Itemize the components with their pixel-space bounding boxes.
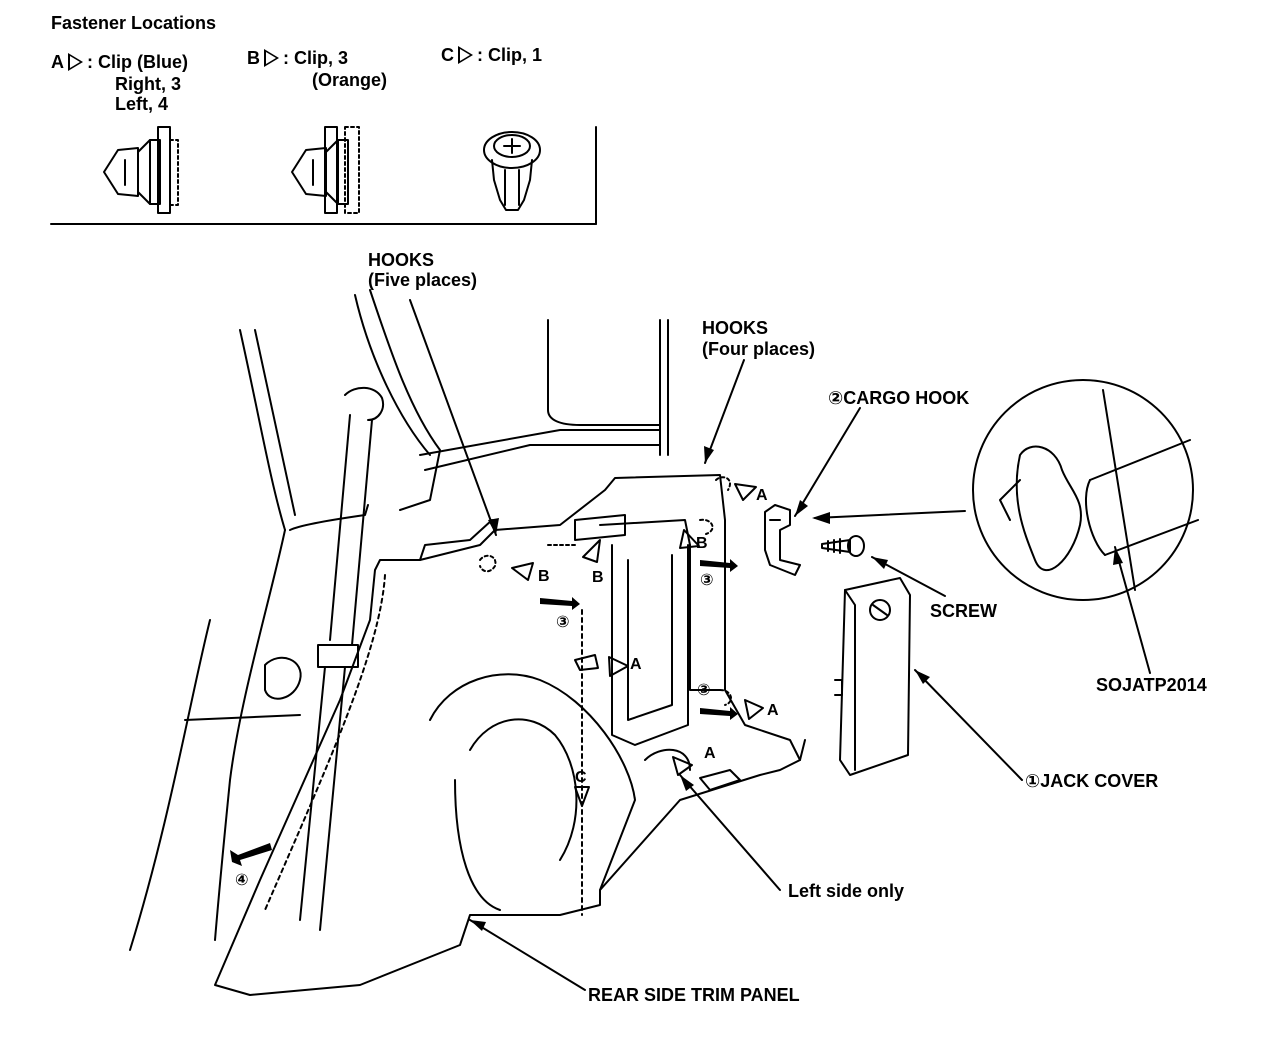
legend-a-left: Left, 4 <box>115 94 169 114</box>
clip-triangle-icon <box>264 49 279 67</box>
screw-label: SCREW <box>930 601 997 621</box>
legend-a-right: Right, 3 <box>115 74 181 94</box>
legend-c-letter: C <box>441 45 454 65</box>
legend-a-letter: A <box>51 52 64 72</box>
legend-a-desc: : Clip (Blue) <box>87 52 188 72</box>
leader-lines <box>409 299 1151 991</box>
jack-cover <box>834 577 911 776</box>
legend-a: A : Clip (Blue) <box>51 52 188 73</box>
step-3-marker: ③ <box>556 614 570 631</box>
step-3-marker: ③ <box>700 572 714 589</box>
legend-frame <box>50 126 597 225</box>
clip-b-icon <box>291 126 360 214</box>
marker-b: B <box>592 569 604 586</box>
clip-c-icon <box>483 131 541 211</box>
cargo-hook <box>764 504 801 576</box>
legend-title: Fastener Locations <box>51 13 217 33</box>
part-number-label: SOJATP2014 <box>1096 675 1207 695</box>
legend-b: B : Clip, 3 <box>247 48 348 69</box>
hooks-five-sub-label: (Five places) <box>368 270 478 290</box>
hooks-five-label: HOOKS <box>368 250 435 270</box>
marker-c: C <box>575 769 587 786</box>
hooks-four-sub-label: (Four places) <box>702 339 816 359</box>
marker-b: B <box>696 535 708 552</box>
step-3-marker: ③ <box>697 682 711 699</box>
marker-a: A <box>767 702 779 719</box>
removal-arrows <box>230 559 738 866</box>
legend-b-desc: : Clip, 3 <box>283 48 349 68</box>
hooks-four-label: HOOKS <box>702 318 769 338</box>
leader-arrowheads <box>470 446 1123 931</box>
cargo-hook-label: ②CARGO HOOK <box>828 388 970 408</box>
detail-circle <box>972 379 1199 601</box>
left-side-only-label: Left side only <box>788 881 905 901</box>
rear-side-trim-panel <box>214 474 806 996</box>
vehicle-body <box>129 289 669 951</box>
marker-a: A <box>630 656 642 673</box>
legend-b-color: (Orange) <box>312 70 388 90</box>
seat-belt <box>264 386 384 931</box>
rear-side-trim-panel-label: REAR SIDE TRIM PANEL <box>588 985 800 1005</box>
clip-a-icon <box>103 126 179 214</box>
marker-a: A <box>704 745 716 762</box>
legend-c: C : Clip, 1 <box>441 45 542 66</box>
clip-triangle-icon <box>458 46 473 64</box>
jack-cover-label: ①JACK COVER <box>1025 771 1159 791</box>
step-4-marker: ④ <box>235 872 249 889</box>
legend-c-desc: : Clip, 1 <box>477 45 543 65</box>
legend-b-letter: B <box>247 48 260 68</box>
clip-markers <box>479 476 764 807</box>
clip-triangle-icon <box>68 53 83 71</box>
marker-a: A <box>756 487 768 504</box>
marker-b: B <box>538 568 550 585</box>
screw <box>821 535 865 557</box>
